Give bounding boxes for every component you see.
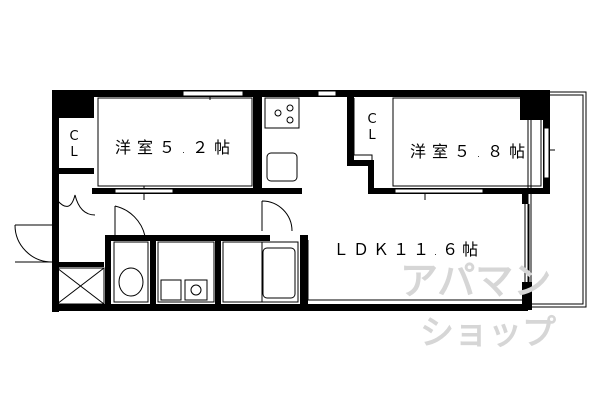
shoe-storage — [56, 267, 105, 305]
fixtures — [14, 90, 587, 308]
balcony — [527, 91, 587, 308]
bath-door — [261, 200, 293, 232]
watermark-logo-line2: ショップ — [420, 313, 556, 353]
western-room-2-outline — [392, 97, 542, 187]
entrance-door — [14, 224, 55, 263]
bathtub-icon — [222, 241, 299, 303]
closet-door — [56, 194, 96, 216]
watermark-logo-line1: アパマン — [400, 259, 552, 303]
toilet-icon — [113, 241, 149, 303]
walls — [52, 90, 550, 312]
western-room-1-label: 洋室５.２帖 — [115, 138, 237, 157]
ldk-label: ＬＤＫ１１.６帖 — [333, 240, 483, 259]
toilet-door — [114, 205, 146, 237]
western-room-1-outline — [97, 97, 253, 187]
sink-icon — [266, 152, 298, 182]
stove-icon — [264, 97, 300, 129]
closet-1-label: C L — [69, 129, 79, 160]
windows — [114, 90, 550, 194]
closet-2-label: C L — [367, 112, 377, 143]
western-room-2-label: 洋室５.８帖 — [410, 142, 532, 161]
washbasin-icon — [157, 241, 215, 303]
